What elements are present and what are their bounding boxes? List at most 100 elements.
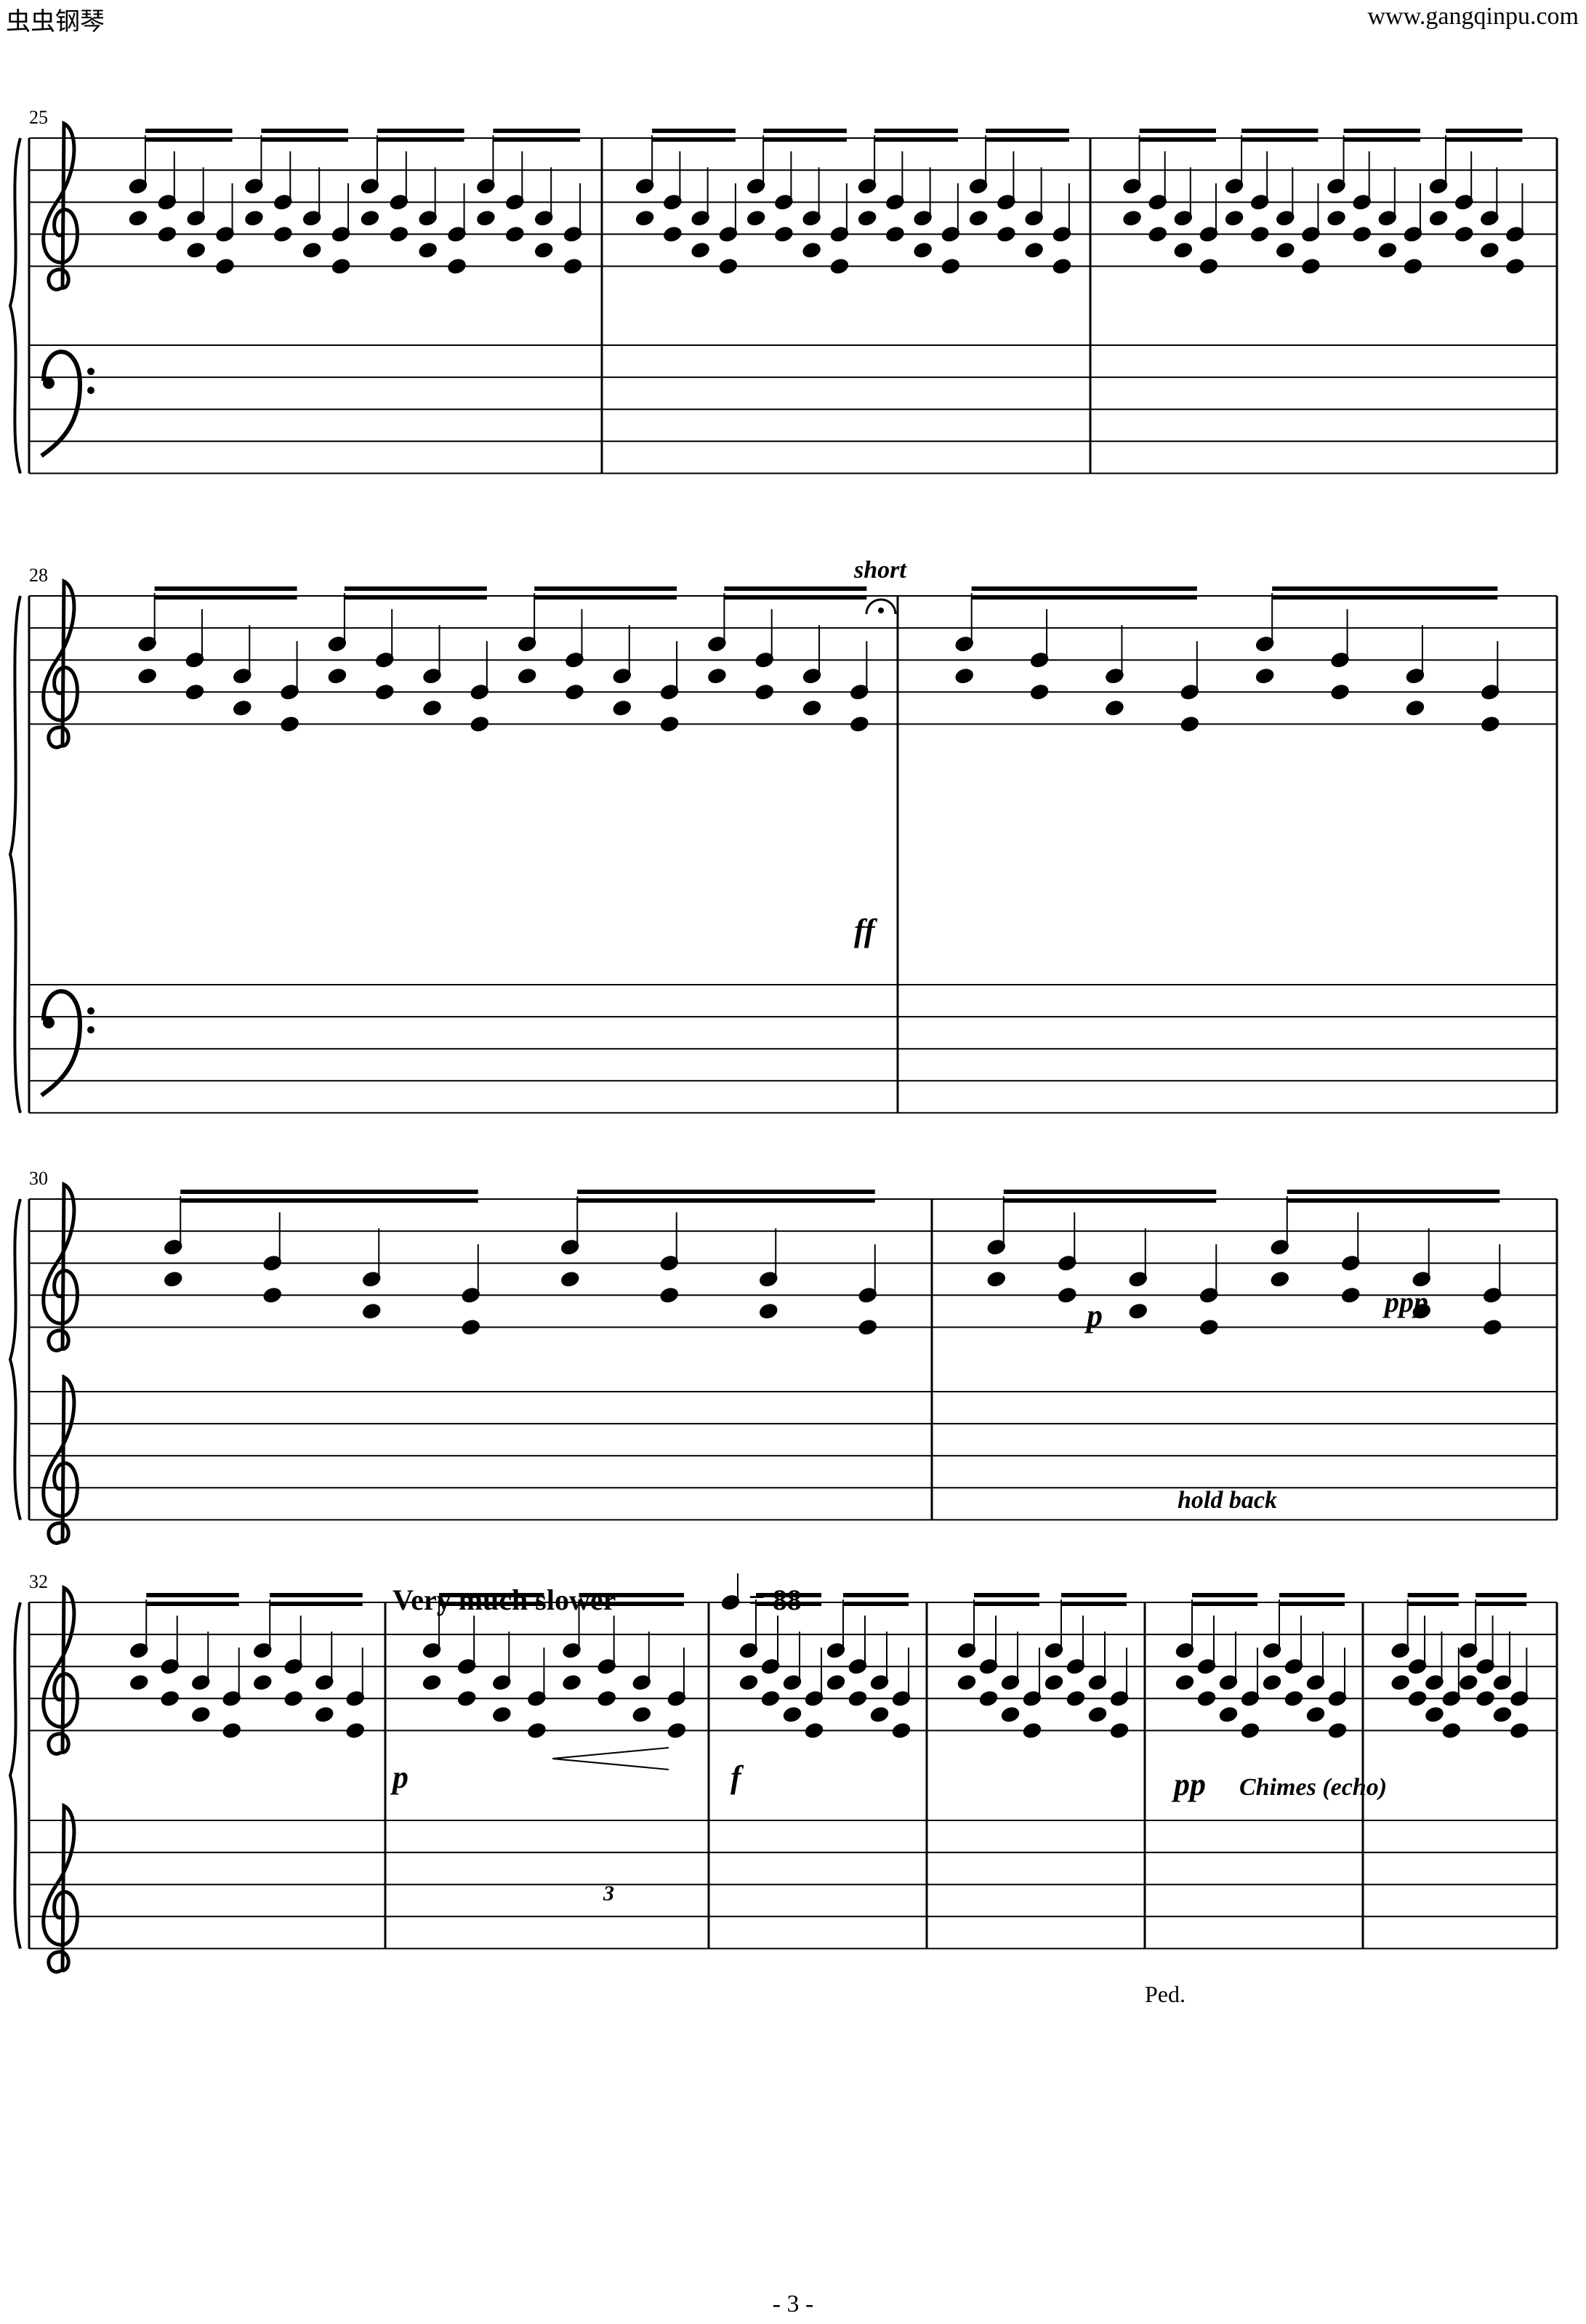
measure-number: 32 [29, 1571, 48, 1592]
note-head [1429, 211, 1448, 226]
note-head [755, 685, 773, 700]
treble-clef-icon [41, 1584, 79, 1756]
note-head [1025, 243, 1043, 258]
measure-number: 28 [29, 565, 48, 586]
note-head [192, 1707, 210, 1722]
note-head [1404, 259, 1422, 274]
bass-clef-dot [43, 377, 55, 390]
note-head [1408, 1691, 1427, 1706]
site-url: www.gangqinpu.com [1367, 3, 1579, 30]
note-head [563, 1675, 581, 1690]
note-head [830, 259, 849, 274]
note-head [419, 243, 437, 258]
note-head [761, 1691, 780, 1706]
note-head [858, 1320, 877, 1335]
note-head [848, 1691, 867, 1706]
note-head [691, 243, 709, 258]
note-head [158, 227, 177, 242]
fermata-dot [878, 608, 884, 613]
annotation-mm: = 88 [749, 1583, 802, 1616]
note-head [1493, 1707, 1512, 1722]
treble-clef-icon [41, 1181, 79, 1352]
bass-clef-icon [40, 989, 83, 1097]
note-head [997, 227, 1015, 242]
note-head [222, 1723, 241, 1738]
system-4: 32 [8, 1571, 1558, 1974]
note-head [361, 211, 379, 226]
note-head [1044, 1675, 1063, 1690]
bass-clef-dot [87, 368, 94, 376]
note-head [979, 1691, 998, 1706]
note-head [561, 1272, 579, 1287]
note-head [1454, 227, 1473, 242]
note-head [130, 1675, 148, 1690]
note-head [506, 227, 524, 242]
note-head [534, 243, 553, 258]
note-head [1327, 211, 1345, 226]
note-head [597, 1691, 616, 1706]
treble-clef-icon [41, 1373, 79, 1545]
note-head [1306, 1707, 1325, 1722]
note-head [1148, 227, 1167, 242]
note-head [802, 701, 821, 716]
note-head [518, 669, 536, 684]
note-head [1241, 1723, 1260, 1738]
note-head [1088, 1707, 1107, 1722]
annotation-pp: pp [1171, 1767, 1206, 1802]
note-head [1353, 227, 1371, 242]
note-head [957, 1675, 976, 1690]
treble-clef-icon [41, 120, 79, 291]
page-number: - 3 - [772, 2291, 814, 2317]
annotation-triplet: 3 [603, 1881, 614, 1905]
note-head [363, 1304, 381, 1319]
note-head [493, 1707, 511, 1722]
note-head [346, 1723, 364, 1738]
note-head [1476, 1691, 1494, 1706]
note-head [274, 227, 292, 242]
treble-clef-icon [41, 1802, 79, 1974]
note-head [1175, 1675, 1194, 1690]
system-brace [8, 1602, 22, 1949]
system-brace [8, 1198, 22, 1520]
note-head [1023, 1723, 1042, 1738]
note-head [1106, 701, 1124, 716]
note-head [284, 1691, 302, 1706]
annotation-tempo: Very much slower [393, 1583, 616, 1616]
note-head [850, 717, 869, 732]
annotation-p2: p [390, 1759, 408, 1795]
note-head [1174, 243, 1193, 258]
note-head [462, 1320, 480, 1335]
note-head [422, 1675, 441, 1690]
note-head [1481, 243, 1499, 258]
note-head [858, 211, 877, 226]
note-head [1052, 259, 1071, 274]
site-name: 虫虫钢琴 [6, 7, 105, 36]
annotation-hold: hold back [1178, 1487, 1277, 1514]
annotation-f: f [730, 1759, 744, 1795]
note-head [331, 259, 350, 274]
fermata-icon [865, 598, 897, 615]
note-head [565, 685, 584, 700]
system-3: 30 [8, 1168, 1558, 1545]
note-head [470, 717, 489, 732]
note-head [185, 685, 204, 700]
note-head [1263, 1675, 1281, 1690]
note-head [254, 1675, 272, 1690]
note-head [1001, 1707, 1020, 1722]
note-head [886, 227, 904, 242]
note-head [448, 259, 466, 274]
note-head [805, 1723, 824, 1738]
note-head [1066, 1691, 1085, 1706]
note-head [708, 669, 726, 684]
note-head [826, 1675, 845, 1690]
note-head [746, 211, 765, 226]
annotation-ped: Ped. [1145, 1981, 1186, 2007]
note-head [457, 1691, 476, 1706]
system-brace [8, 595, 22, 1113]
note-head [263, 1288, 281, 1303]
note-head [1342, 1288, 1360, 1303]
crescendo-hairpin [552, 1747, 669, 1770]
note-head [1197, 1691, 1216, 1706]
